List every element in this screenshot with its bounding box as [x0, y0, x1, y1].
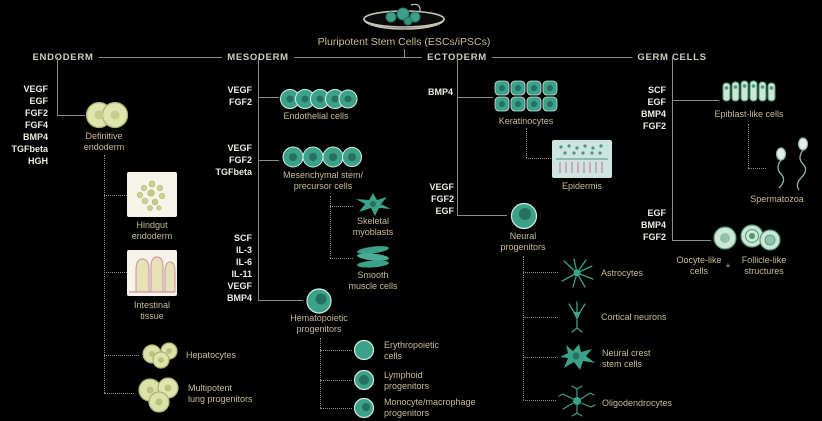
- oligodendrocytes-label: Oligodendrocytes: [602, 398, 673, 408]
- astrocytes-connector: [523, 272, 558, 273]
- neural-growth-factors: VEGF FGF2 EGF: [429, 182, 454, 216]
- hepatocytes-icon: [140, 341, 182, 369]
- endoderm-growth-factors: VEGF EGF FGF2 FGF4 BMP4 TGFbeta HGH: [11, 84, 48, 166]
- neural-crest-connector: [523, 357, 556, 358]
- skeletal-myoblast-icon: [354, 192, 392, 218]
- cortical-neurons-label: Cortical neurons: [601, 312, 667, 322]
- hindgut-connector: [104, 195, 127, 196]
- intestinal-tissue-label: Intestinal tissue: [133, 300, 171, 321]
- spermatozoa-dotted-line: [748, 124, 749, 168]
- endoderm-connector: [57, 115, 85, 116]
- smooth-muscle-connector: [330, 258, 353, 259]
- lung-progenitors-connector: [104, 393, 134, 394]
- lung-progenitors-label: Multipotent lung progenitors: [188, 383, 253, 404]
- endothelial-growth-factors: VEGF FGF2: [227, 85, 252, 107]
- hematopoietic-dotted-line: [320, 338, 321, 408]
- epiblast-cells-icon: [720, 78, 778, 106]
- spermatozoa-icon: [763, 136, 815, 192]
- ectoderm-branch-line: [457, 57, 458, 215]
- keratinocytes-connector: [457, 97, 493, 98]
- erythropoietic-cell-icon: [353, 339, 377, 361]
- hindgut-endoderm-image: [127, 172, 177, 217]
- definitive-endoderm-cells-icon: [84, 98, 130, 132]
- oocyte-like-cells-label: Oocyte-like cells: [676, 255, 722, 276]
- endoderm-branch-line: [57, 57, 58, 115]
- neural-progenitors-label: Neural progenitors: [500, 231, 546, 252]
- epiblast-growth-factors: SCF EGF BMP4 FGF2: [640, 85, 666, 131]
- monocyte-progenitors-label: Monocyte/macrophage progenitors: [384, 397, 476, 418]
- intestinal-tissue-image: [127, 250, 177, 296]
- lymphoid-connector: [320, 380, 352, 381]
- spermatozoa-label: Spermatozoa: [750, 194, 804, 204]
- germ-branch-line: [672, 57, 673, 240]
- lung-progenitors-icon: [135, 376, 183, 414]
- neural-crest-cell-icon: [557, 342, 597, 372]
- follicle-structures-label: Follicle-like structures: [741, 255, 787, 276]
- epidermis-dotted-line: [526, 128, 527, 158]
- hematopoietic-connector: [258, 300, 303, 301]
- smooth-muscle-icon: [354, 244, 392, 270]
- keratinocytes-icon: [494, 80, 558, 114]
- monocyte-connector: [320, 408, 352, 409]
- endothelial-cells-label: Endothelial cells: [283, 111, 349, 121]
- keratinocyte-growth-factors: BMP4: [427, 87, 453, 97]
- oocyte-growth-factors: EGF BMP4 FGF2: [640, 208, 666, 242]
- endoderm-dotted-line: [104, 155, 105, 393]
- skeletal-connector: [330, 206, 353, 207]
- main-branch-line: [57, 57, 672, 58]
- hepatocytes-label: Hepatocytes: [186, 350, 237, 360]
- skeletal-myoblasts-label: Skeletal myoblasts: [352, 216, 394, 237]
- lymphoid-progenitor-icon: [353, 369, 377, 391]
- epidermis-connector: [526, 158, 551, 159]
- monocyte-progenitor-icon: [353, 397, 377, 419]
- smooth-muscle-label: Smooth muscle cells: [348, 270, 398, 291]
- mesenchymal-connector: [258, 160, 279, 161]
- neural-progenitor-icon: [509, 201, 539, 231]
- hindgut-endoderm-label: Hindgut endoderm: [131, 220, 173, 241]
- oocyte-connector: [672, 240, 711, 241]
- keratinocytes-label: Keratinocytes: [498, 116, 554, 126]
- hematopoietic-progenitors-label: Hematopoietic progenitors: [290, 313, 348, 334]
- cortical-neuron-icon: [559, 300, 595, 334]
- mesenchymal-cells-label: Mesenchymal stem/ precursor cells: [282, 170, 364, 191]
- astrocyte-icon: [559, 257, 595, 289]
- oligodendrocyte-connector: [523, 400, 556, 401]
- endothelial-connector: [258, 97, 279, 98]
- mesenchymal-growth-factors: VEGF FGF2 TGFbeta: [215, 143, 252, 177]
- oocyte-follicle-icon: [712, 222, 782, 254]
- erythropoietic-cells-label: Erythropoietic cells: [384, 340, 440, 361]
- mesenchymal-cells-icon: [282, 144, 362, 170]
- epidermis-image: [552, 140, 612, 178]
- epidermis-label: Epidermis: [561, 181, 603, 191]
- mesenchymal-dotted-line: [330, 196, 331, 258]
- title-stem-line: [404, 49, 405, 57]
- astrocytes-label: Astrocytes: [601, 268, 644, 278]
- epiblast-connector: [672, 100, 719, 101]
- lymphoid-progenitors-label: Lymphoid progenitors: [384, 370, 430, 391]
- mesoderm-branch-line: [258, 57, 259, 300]
- neural-connector: [457, 215, 507, 216]
- diagram-title: Pluripotent Stem Cells (ESCs/iPSCs): [317, 36, 491, 48]
- lineage-header-endoderm: ENDODERM: [27, 52, 99, 63]
- erythropoietic-connector: [320, 350, 352, 351]
- hematopoietic-growth-factors: SCF IL-3 IL-6 IL-11 VEGF BMP4: [226, 233, 252, 303]
- plus-sign: +: [725, 261, 731, 271]
- neural-crest-label: Neural crest stem cells: [602, 348, 651, 369]
- hepatocytes-connector: [104, 355, 139, 356]
- petri-dish-icon: [351, 2, 457, 36]
- hematopoietic-progenitor-icon: [304, 286, 334, 316]
- epiblast-cells-label: Epiblast-like cells: [714, 109, 784, 119]
- definitive-endoderm-label: Definitive endoderm: [83, 131, 125, 152]
- spermatozoa-connector: [748, 168, 766, 169]
- neural-dotted-line: [523, 256, 524, 400]
- intestinal-connector: [104, 272, 127, 273]
- cortical-connector: [523, 317, 558, 318]
- oligodendrocyte-icon: [557, 385, 597, 417]
- endothelial-cells-icon: [280, 86, 360, 112]
